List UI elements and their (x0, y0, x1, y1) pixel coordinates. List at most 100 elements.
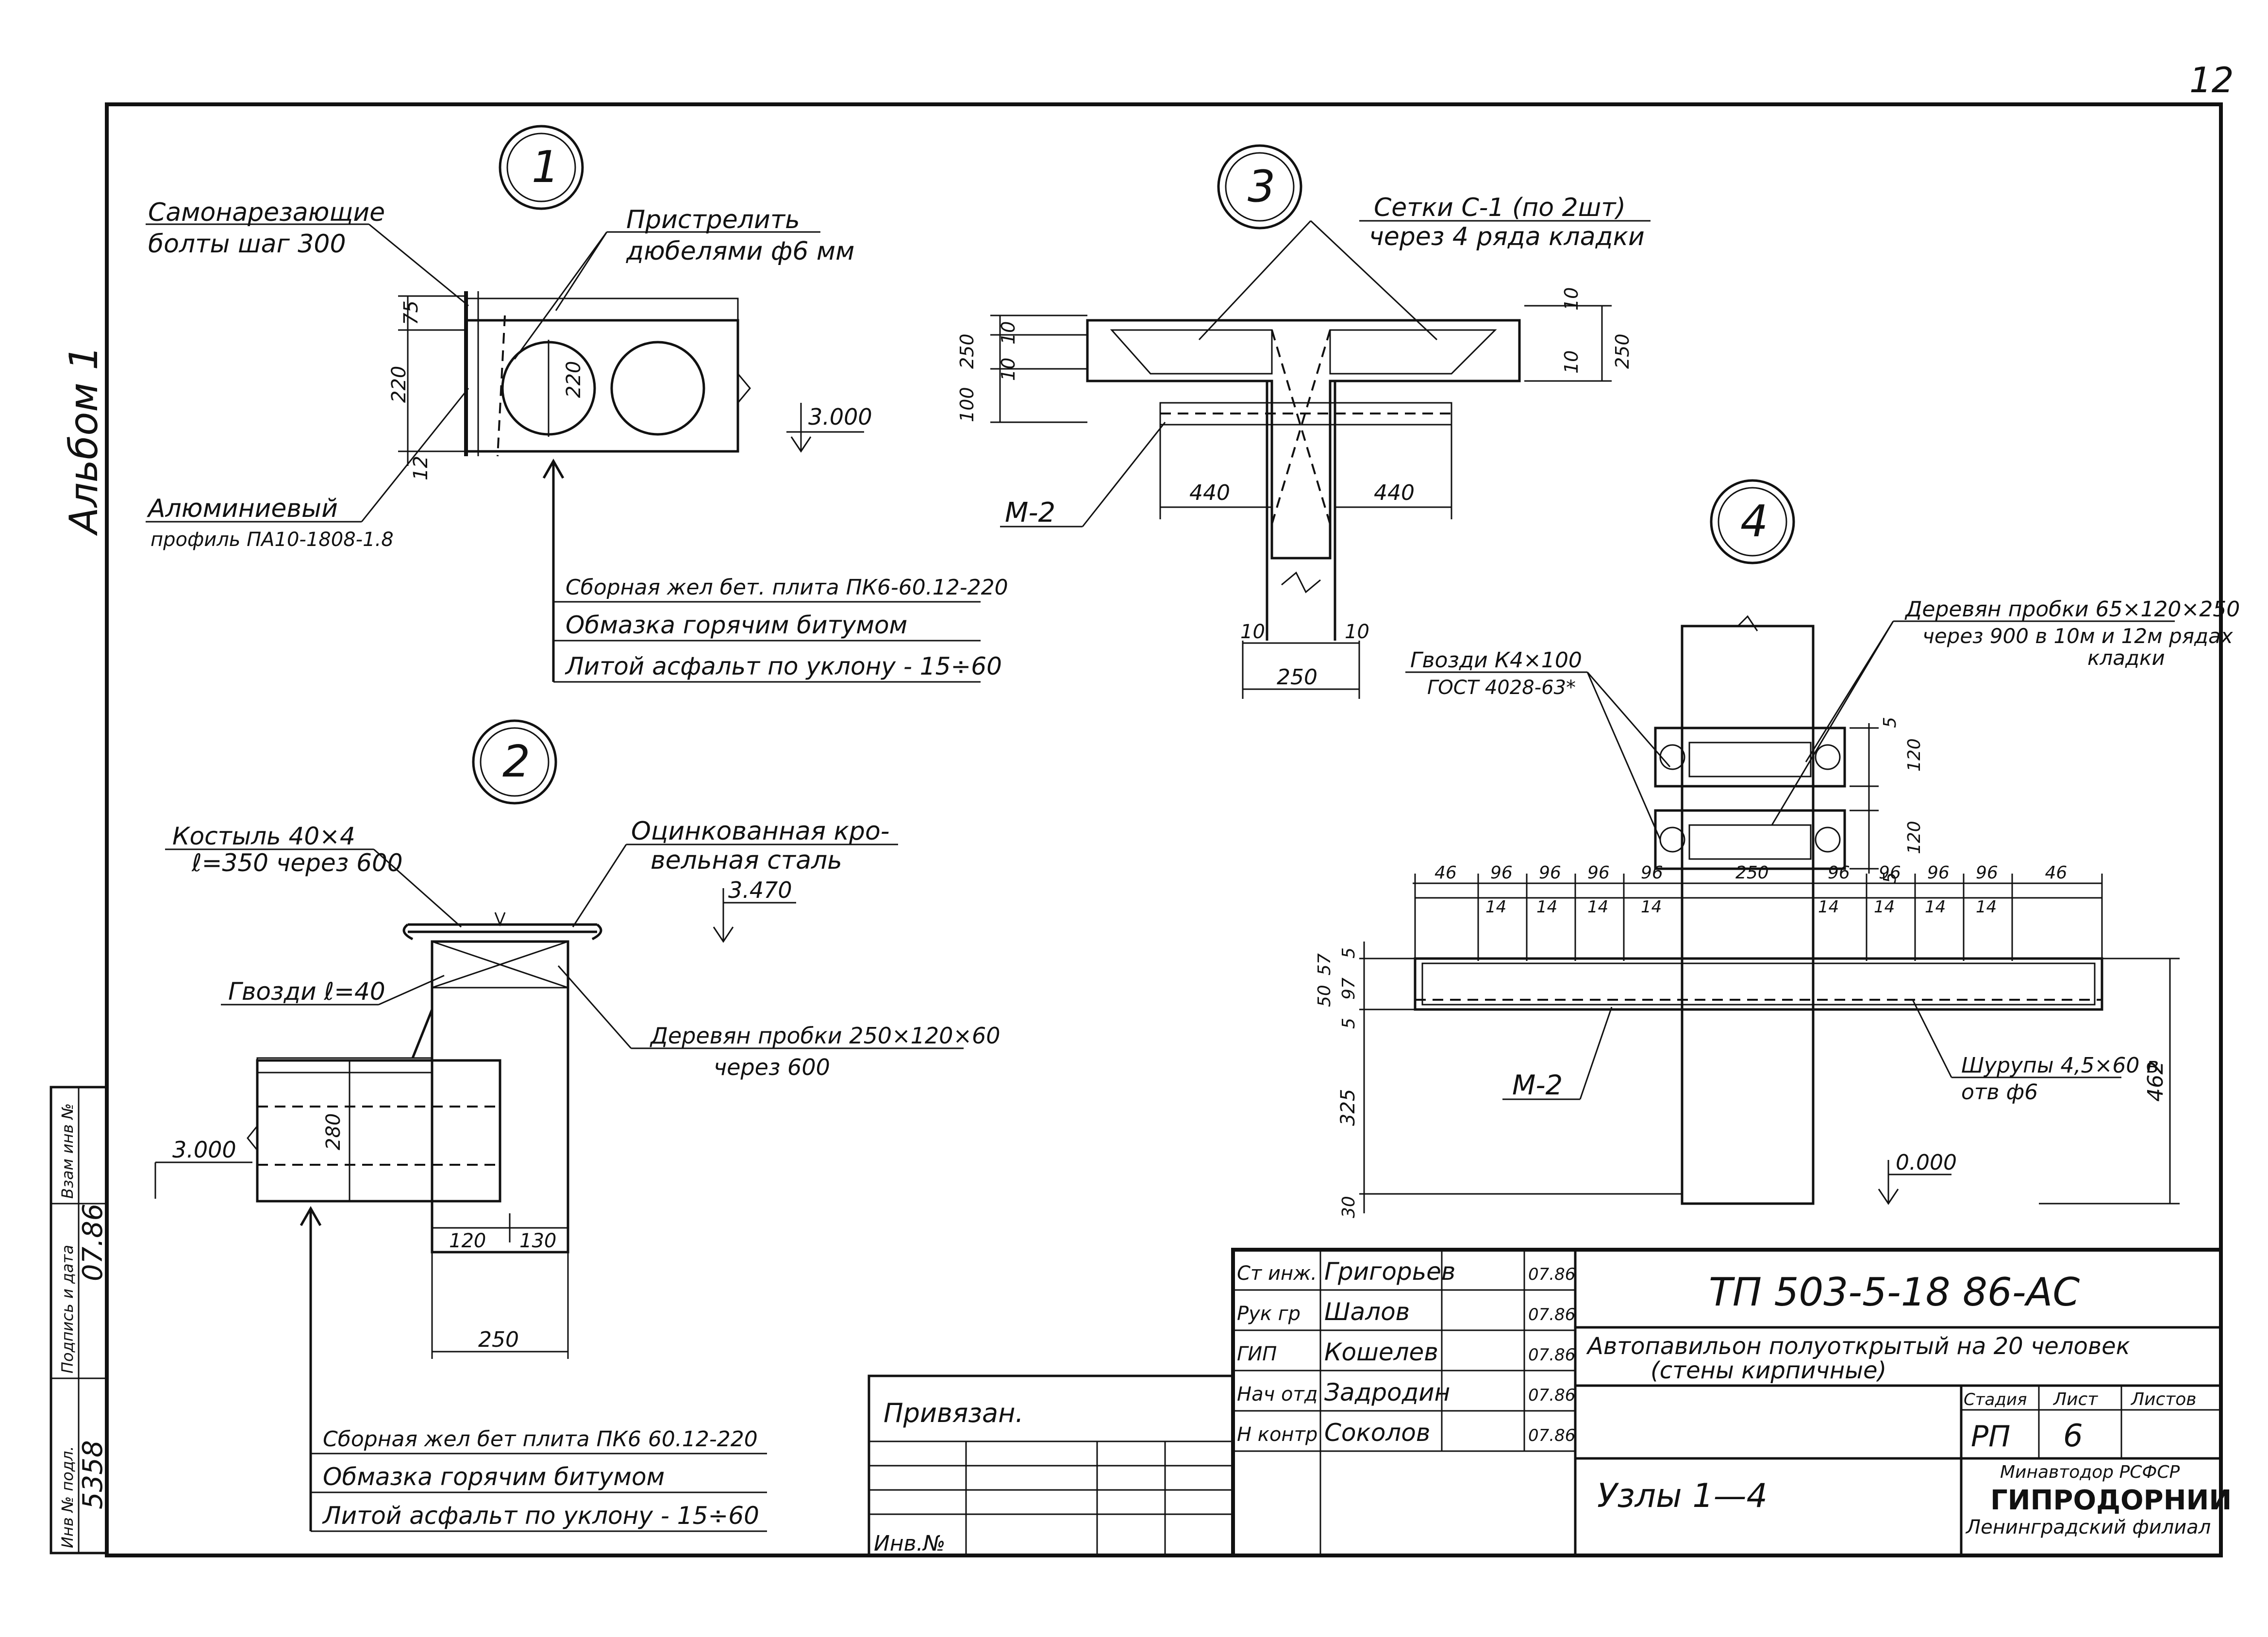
node-4-dim-325: 325 (1337, 1089, 1359, 1126)
side-stamp: Инв № подл. Подпись и дата Взам инв № 53… (50, 1086, 109, 1554)
node-2-crutch-label: Костыль 40×4 (172, 822, 355, 850)
node-3-dim-10d: 10 (1561, 350, 1582, 374)
staff-name: Шалов (1324, 1298, 1410, 1326)
title-col-sheets: Листов (2130, 1389, 2196, 1409)
staff-date: 07.86 (1528, 1386, 1575, 1405)
node-2-crutch-label-2: ℓ=350 через 600 (191, 849, 403, 877)
title-sheet-value: 6 (2063, 1418, 2083, 1454)
node-2-roofing-label: Оцинкованная кро- (631, 817, 890, 846)
title-sheet-title: Узлы 1—4 (1597, 1477, 1768, 1515)
title-stage-value: РП (1971, 1420, 2010, 1454)
node-2: 2 Костыль 40×4 ℓ=350 через 600 Оцинкован… (154, 719, 1001, 1532)
node-1-profile-label: Алюминиевый (147, 494, 338, 523)
node-4-level: 0.000 (1896, 1150, 1957, 1175)
node-4: 4 Деревян пробки 65×120×250 через 900 в … (1315, 479, 2240, 1218)
node-2-layer-2: Обмазка горячим битумом (323, 1463, 665, 1491)
album-label: Альбом 1 (61, 346, 106, 536)
node-3-dim-10f: 10 (1345, 621, 1369, 643)
node-4-gap-dim-label: 14 (1485, 897, 1506, 917)
node-3-number: 3 (1248, 161, 1275, 212)
node-1-dim-75: 75 (400, 300, 422, 325)
node-1-profile-label-2: профиль ПА10-1808-1.8 (150, 529, 394, 551)
node-4-dim-5c: 5 (1339, 947, 1359, 959)
node-4-beam-label: М-2 (1512, 1070, 1563, 1101)
node-1-level: 3.000 (808, 404, 872, 430)
node-4-dim-5d: 5 (1339, 1018, 1359, 1029)
title-name-1: Автопавильон полуоткрытый на 20 человек (1586, 1333, 2130, 1360)
staff-name: Кошелев (1324, 1338, 1438, 1366)
node-4-dim-97: 97 (1339, 977, 1359, 1000)
side-stamp-header-inv: Инв № подл. (58, 1446, 77, 1548)
node-2-layer-3: Литой асфальт по уклону - 15÷60 (322, 1502, 759, 1530)
node-1-dim-220b: 220 (563, 361, 585, 398)
node-4-screws-label: Шурупы 4,5×60 в (1961, 1053, 2159, 1078)
node-1-dim-12: 12 (410, 456, 432, 480)
node-4-top-dim-label: 96 (1587, 863, 1610, 883)
node-4-plugs-label-2: через 900 в 10м и 12м рядах (1922, 624, 2234, 648)
attach-inv-label: Инв.№ (874, 1531, 945, 1556)
staff-name: Задродин (1324, 1378, 1450, 1406)
node-4-dim-120a: 120 (1904, 738, 1924, 772)
attach-block: Привязан. Инв.№ (867, 1374, 1234, 1557)
side-stamp-header-replace: Взам инв № (58, 1103, 77, 1199)
title-org-1: Минавтодор РСФСР (2000, 1462, 2180, 1482)
staff-date: 07.86 (1528, 1265, 1575, 1284)
title-org-3: Ленинградский филиал (1965, 1516, 2211, 1538)
node-3-dim-10e: 10 (1240, 621, 1265, 643)
node-3-dim-440l: 440 (1189, 480, 1230, 505)
node-4-gap-dim-label: 14 (1976, 897, 1997, 917)
node-2-dim-130: 130 (519, 1230, 556, 1252)
node-4-top-dim-label: 96 (1641, 863, 1663, 883)
node-2-dim-280: 280 (322, 1113, 345, 1150)
node-3-dim-250b: 250 (1277, 665, 1317, 690)
node-2-dim-250: 250 (478, 1327, 519, 1352)
node-4-dim-30: 30 (1339, 1196, 1359, 1218)
node-1-layer-3: Литой асфальт по уклону - 15÷60 (565, 652, 1002, 680)
node-4-top-dim-label: 46 (1434, 863, 1457, 883)
node-4-screws-label-2: отв ф6 (1961, 1080, 2038, 1105)
page-number: 12 (2189, 60, 2234, 100)
node-3-dim-250r: 250 (1612, 333, 1633, 369)
node-2-nails-label: Гвозди ℓ=40 (228, 977, 385, 1006)
node-4-plugs-label: Деревян пробки 65×120×250 (1904, 597, 2240, 622)
node-4-top-dim-label: 96 (1490, 863, 1513, 883)
node-4-gap-dim-label: 14 (1874, 897, 1895, 917)
node-4-dim-5b: 5 (1880, 872, 1900, 883)
staff-role: Рук гр (1237, 1303, 1301, 1325)
node-1: 1 Самонарезающие болты шаг 300 Пристрели… (146, 125, 1008, 683)
staff-date: 07.86 (1528, 1426, 1575, 1445)
node-2-plugs-label-2: через 600 (714, 1054, 830, 1080)
node-1-dim-220: 220 (388, 366, 410, 403)
node-1-layer-1: Сборная жел бет. плита ПК6-60.12-220 (566, 575, 1008, 600)
node-1-dowels-label: Пристрелить (626, 205, 800, 234)
title-org-2: ГИПРОДОРНИИ (1990, 1485, 2232, 1516)
node-4-top-dim-label: 96 (1828, 863, 1850, 883)
side-stamp-inv-value: 5358 (77, 1440, 109, 1509)
node-3-dim-100: 100 (956, 387, 978, 422)
node-2-layer-1: Сборная жел бет плита ПК6 60.12-220 (323, 1427, 758, 1452)
staff-name: Соколов (1324, 1419, 1430, 1447)
node-4-dim-5a: 5 (1880, 717, 1900, 728)
staff-role: ГИП (1237, 1343, 1277, 1365)
node-3-dim-10c: 10 (1561, 287, 1582, 311)
node-3-dim-10b: 10 (998, 358, 1019, 381)
node-2-level: 3.000 (172, 1137, 236, 1163)
node-3: 3 Сетки С-1 (по 2шт) через 4 ряда кладки… (956, 144, 1651, 699)
node-3-dim-440r: 440 (1374, 480, 1415, 505)
node-2-plugs-label: Деревян пробки 250×120×60 (650, 1023, 1001, 1049)
node-1-bolts-label: Самонарезающие (148, 198, 385, 227)
title-code: ТП 503-5-18 86-АС (1709, 1270, 2080, 1315)
node-4-nails-label-2: ГОСТ 4028-63* (1427, 677, 1576, 699)
node-3-beam-label: М-2 (1005, 497, 1055, 529)
node-3-mesh-label-2: через 4 ряда кладки (1369, 222, 1645, 251)
title-name-2: (стены кирпичные) (1651, 1357, 1886, 1384)
node-4-top-dim-label: 96 (1927, 863, 1950, 883)
node-4-top-dim-label: 46 (2045, 863, 2068, 883)
node-4-nails-label: Гвозди К4×100 (1410, 648, 1582, 673)
node-3-dim-10a: 10 (998, 321, 1019, 345)
node-4-gap-dim-label: 14 (1641, 897, 1662, 917)
attach-label: Привязан. (884, 1398, 1024, 1428)
node-4-gap-dim-label: 14 (1925, 897, 1946, 917)
node-4-gap-dim-label: 14 (1587, 897, 1608, 917)
